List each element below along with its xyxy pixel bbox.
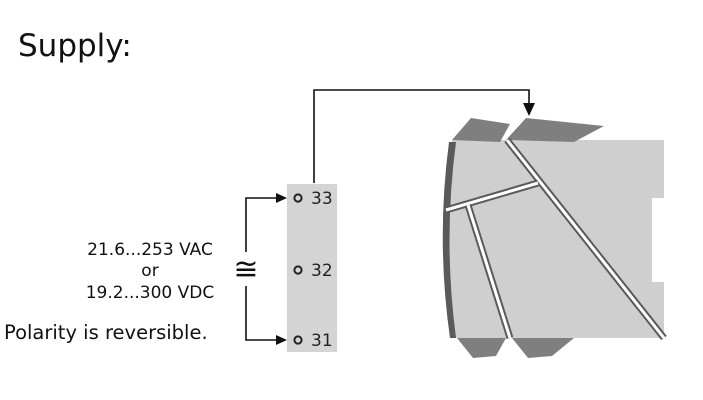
terminal-32-screw-icon [293, 265, 303, 275]
terminal-32: 32 [293, 261, 333, 281]
voltage-dc-label: 19.2...300 VDC [86, 283, 215, 303]
device-module [442, 118, 667, 358]
title: Supply: [18, 28, 132, 64]
terminal-31: 31 [293, 331, 333, 351]
voltage-or-label: or [141, 261, 158, 281]
device-bottom-clip-right [512, 338, 574, 358]
polarity-note: Polarity is reversible. [4, 321, 208, 344]
supply-wire [313, 89, 535, 183]
bracket-arrow-33-icon [276, 193, 287, 203]
voltage-ac-label: 21.6...253 VAC [87, 240, 213, 260]
supply-wire-arrow-icon [523, 103, 535, 116]
device-top-clip-left [452, 118, 510, 142]
terminal-33-label: 33 [311, 189, 333, 209]
device-body [447, 140, 664, 338]
bracket-arrow-31-icon [276, 335, 287, 345]
supply-wire-line [313, 89, 530, 183]
ac-dc-symbol-bg [233, 252, 259, 286]
device-left-edge [442, 142, 456, 338]
device-grooves [445, 137, 667, 341]
terminal-33: 33 [293, 189, 333, 209]
device-bottom-clip-left [457, 338, 506, 358]
device-top-clip-right [506, 118, 604, 142]
ac-dc-symbol-icon: ≅ [233, 252, 258, 287]
terminal-32-label: 32 [311, 261, 333, 281]
terminal-31-label: 31 [311, 331, 333, 351]
terminal-31-screw-icon [293, 335, 303, 345]
terminal-33-screw-icon [293, 193, 303, 203]
